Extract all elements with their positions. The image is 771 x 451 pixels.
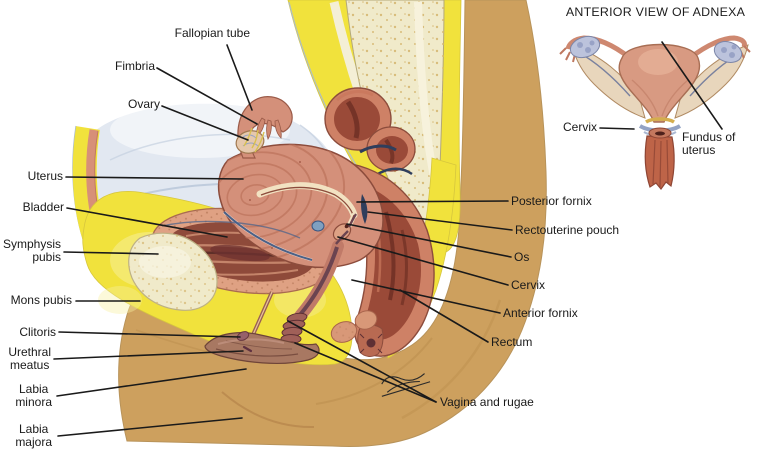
leader-os (346, 223, 512, 258)
label-fallopian-tube: Fallopian tube (174, 26, 250, 40)
anus (366, 338, 376, 348)
leader-lines (53, 41, 723, 437)
leader-vagina-2 (294, 342, 437, 403)
labia-majora-crease (221, 391, 315, 429)
label-urethral-meatus: Urethral meatus (8, 345, 51, 372)
leader-rectouterine-pouch (367, 211, 513, 231)
broad-ligament-left (571, 44, 646, 119)
label-bladder: Bladder (22, 200, 64, 214)
leader-urethral-meatus (53, 350, 244, 360)
inset-illustration (559, 35, 751, 190)
label-uterus: Uterus (27, 169, 63, 183)
leader-ovary (161, 105, 249, 141)
leader-uterus (65, 176, 244, 180)
leader-inset-cervix (599, 127, 635, 130)
label-rectouterine-pouch: Rectouterine pouch (515, 223, 620, 237)
vulva-group (204, 310, 383, 364)
leader-anterior-fornix (351, 279, 501, 314)
label-posterior-fornix: Posterior fornix (511, 194, 592, 208)
leader-fallopian-tube (226, 44, 253, 111)
label-rectum: Rectum (491, 335, 533, 349)
broad-ligament-right (674, 44, 749, 119)
label-inset-fundus-of-uterus: Fundus of uterus (682, 130, 736, 157)
adnexa-main (235, 96, 293, 159)
leader-posterior-fornix (356, 200, 509, 203)
leader-cervix (337, 236, 509, 286)
leader-labia-majora (57, 417, 243, 437)
leader-symphysis-pubis (63, 251, 159, 255)
endometrial-cavity (256, 182, 358, 219)
vaginal-canal (297, 246, 339, 318)
label-clitoris: Clitoris (19, 325, 56, 339)
label-ovary: Ovary (127, 97, 160, 111)
inset-fallopian-tube-right (688, 35, 747, 60)
leader-labia-minora (56, 368, 247, 397)
label-symphysis-pubis: Symphysis pubis (2, 237, 61, 264)
leader-rectum (399, 289, 489, 343)
label-fimbria: Fimbria (114, 59, 155, 73)
leader-bladder (66, 207, 228, 238)
leader-inset-fundus (661, 41, 723, 130)
label-anterior-fornix: Anterior fornix (503, 306, 578, 320)
clitoris-shape (236, 331, 250, 341)
label-mons-pubis: Mons pubis (10, 293, 72, 307)
label-vagina-and-rugae: Vagina and rugae (440, 395, 534, 409)
leader-vagina-1 (287, 320, 437, 403)
label-inset-cervix: Cervix (562, 120, 597, 134)
symphysis-pubis-bone (128, 232, 218, 311)
urethral-meatus-shape (242, 345, 253, 353)
label-labia-minora: Labia minora (15, 382, 52, 409)
label-labia-majora: Labia majora (15, 422, 52, 449)
leader-fimbria (156, 67, 258, 125)
leader-clitoris (58, 331, 241, 338)
label-os: Os (514, 250, 530, 264)
inset-title: ANTERIOR VIEW OF ADNEXA (565, 5, 746, 19)
peritoneal-accents (161, 194, 368, 262)
inset-cervix-band-gold (645, 117, 675, 124)
label-cervix: Cervix (511, 278, 546, 292)
